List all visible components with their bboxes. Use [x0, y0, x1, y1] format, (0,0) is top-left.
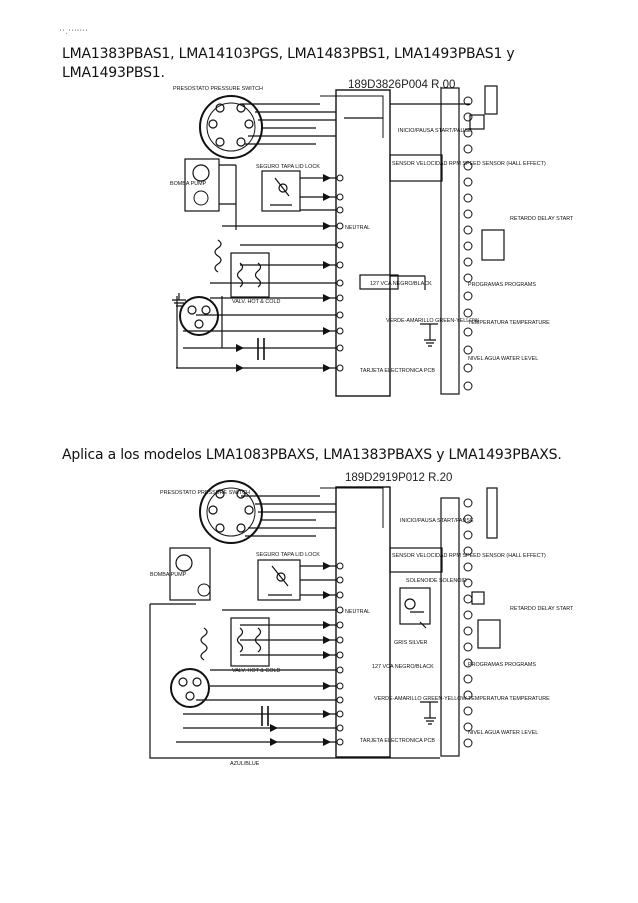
- s2-valves: VALV. HOT & COLD: [232, 668, 280, 674]
- delay-start-display: [481, 229, 505, 261]
- speed-sensor-box: [389, 154, 443, 182]
- section1-part-number: 189D3826P004 R.00: [348, 79, 456, 91]
- section2-part-number: 189D2919P012 R.20: [345, 472, 453, 484]
- s1-neutral: NEUTRAL: [345, 225, 370, 231]
- heater-icon: [214, 239, 222, 273]
- s1-ground-label: VERDE-AMARILLO GREEN-YELLOW: [386, 318, 479, 324]
- s2-delay-start: RETARDO DELAY START: [510, 606, 574, 612]
- s1-temperature: TEMPERATURA TEMPERATURE: [468, 320, 550, 326]
- solenoid-icon: [399, 587, 431, 625]
- s1-speed-sensor: SENSOR VELOCIDAD RPM SPEED SENSOR (HALL …: [392, 161, 546, 167]
- s2-pcb: TARJETA ELECTRONICA PCB: [360, 738, 435, 744]
- delay-start-display-2: [477, 619, 501, 649]
- s2-speed-sensor: SENSOR VELOCIDAD RPM SPEED SENSOR (HALL …: [392, 553, 546, 559]
- s1-127vca: 127 VCA NEGRO/BLACK: [370, 281, 432, 287]
- s2-gris-silver: GRIS SILVER: [394, 640, 428, 646]
- s2-lid-lock: SEGURO TAPA LID LOCK: [256, 552, 320, 558]
- drive-motor-2-icon: [170, 668, 210, 708]
- s2-water-level: NIVEL AGUA WATER LEVEL: [468, 730, 538, 736]
- s1-pump: BOMBA PUMP: [170, 181, 207, 187]
- pump-icon: [184, 158, 220, 212]
- pressure-switch-icon: [199, 95, 263, 159]
- s1-start-pause: INICIO/PAUSA START/PAUSE: [398, 128, 472, 134]
- s2-temperature: TEMPERATURA TEMPERATURE: [468, 696, 550, 702]
- lid-lock-icon: [261, 170, 301, 212]
- s2-start-pause: INICIO/PAUSA START/PAUSE: [400, 518, 474, 524]
- schematic-1-labels: PRESOSTATO PRESSURE SWITCH BOMBA PUMP SE…: [170, 86, 574, 374]
- drive-motor-icon: [179, 296, 219, 336]
- s2-azul-blue: AZUL/BLUE: [230, 761, 260, 767]
- wiring-diagram-1: [172, 85, 505, 397]
- pcb-right-connector-2: [440, 497, 460, 757]
- s2-solenoid: SOLENOIDE SOLENOID: [406, 578, 467, 584]
- heater-2-icon: [200, 627, 208, 661]
- water-valves-2-icon: [230, 617, 270, 667]
- pump-2-icon: [169, 547, 211, 601]
- s1-pressure-switch: PRESOSTATO PRESSURE SWITCH: [173, 86, 263, 92]
- s2-ground-label: VERDE-AMARILLO GREEN-YELLOW: [374, 696, 467, 702]
- s2-pressure-switch: PRESOSTATO PRESSURE SWITCH: [160, 490, 250, 496]
- s2-127vca: 127 VCA NEGRO/BLACK: [372, 664, 434, 670]
- ground-icon: [172, 293, 186, 307]
- s1-programs: PROGRAMAS PROGRAMS: [468, 282, 536, 288]
- capacitor-2-icon: [261, 706, 269, 726]
- s2-neutral: NEUTRAL: [345, 609, 370, 615]
- capacitor-icon: [257, 338, 265, 360]
- pcb-right-connector: [440, 87, 460, 395]
- top-clipped-text: ' ' . ' ' ' ' ' ' ': [60, 30, 87, 36]
- s1-pcb: TARJETA ELECTRONICA PCB: [360, 368, 435, 374]
- s1-delay-start: RETARDO DELAY START: [510, 216, 574, 222]
- s1-lid-lock: SEGURO TAPA LID LOCK: [256, 164, 320, 170]
- pcb-board: [335, 89, 391, 397]
- section2-heading: Aplica a los modelos LMA1083PBAXS, LMA13…: [62, 447, 562, 463]
- s2-pump: BOMBA PUMP: [150, 572, 187, 578]
- s1-water-level: NIVEL AGUA WATER LEVEL: [468, 356, 538, 362]
- water-valves-icon: [230, 252, 270, 298]
- speed-sensor-2-box: [389, 547, 443, 573]
- s2-programs: PROGRAMAS PROGRAMS: [468, 662, 536, 668]
- wiring-diagram-2: [149, 480, 501, 759]
- s1-valves: VALV. HOT & COLD: [232, 299, 280, 305]
- pcb-board-2: [335, 486, 391, 758]
- section1-heading: LMA1383PBAS1, LMA14103PGS, LMA1483PBS1, …: [62, 46, 515, 81]
- schematic-2-labels: PRESOSTATO PRESSURE SWITCH BOMBA PUMP SE…: [150, 490, 574, 767]
